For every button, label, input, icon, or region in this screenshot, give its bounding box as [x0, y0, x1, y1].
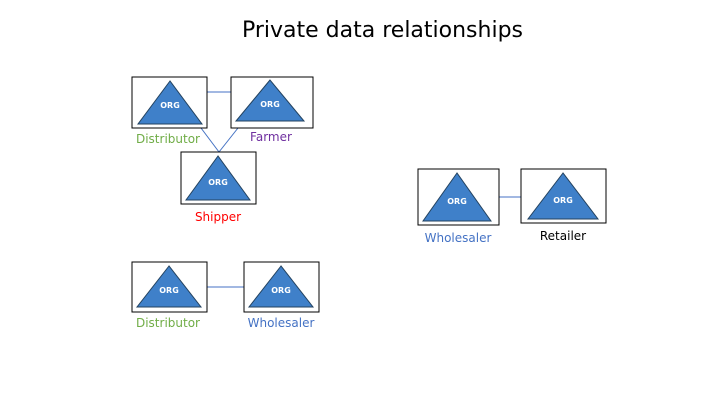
node-label-wholesaler: Wholesaler	[425, 231, 492, 245]
node-retailer: ORG Retailer	[520, 168, 607, 243]
org-text: ORG	[260, 100, 280, 109]
node-distributor-top: ORG Distributor	[131, 76, 208, 146]
connector-distributor-shipper	[200, 127, 220, 153]
node-label-wholesaler: Wholesaler	[248, 316, 315, 330]
org-text: ORG	[447, 197, 467, 206]
node-label-farmer: Farmer	[250, 130, 292, 144]
org-triangle-icon	[422, 172, 492, 222]
connectors	[200, 91, 521, 288]
node-distributor-bottom: ORG Distributor	[131, 261, 208, 330]
node-wholesaler-right: ORG Wholesaler	[417, 168, 500, 245]
org-triangle-icon	[526, 172, 600, 220]
org-text: ORG	[208, 178, 228, 187]
node-shipper: ORG Shipper	[180, 151, 257, 224]
org-text: ORG	[271, 286, 291, 295]
connector-farmer-shipper	[218, 127, 239, 153]
node-wholesaler-bottom: ORG Wholesaler	[243, 261, 320, 330]
org-triangle-icon	[137, 80, 203, 125]
org-triangle-icon	[247, 265, 315, 308]
org-triangle-icon	[185, 155, 251, 201]
org-triangle-icon	[234, 79, 306, 122]
org-text: ORG	[553, 196, 573, 205]
org-triangle-icon	[135, 265, 203, 308]
node-farmer: ORG Farmer	[230, 76, 314, 144]
node-label-retailer: Retailer	[540, 229, 586, 243]
node-label-shipper: Shipper	[195, 210, 241, 224]
org-text: ORG	[159, 286, 179, 295]
node-label-distributor: Distributor	[136, 132, 200, 146]
slide-title: Private data relationships	[241, 18, 523, 43]
org-text: ORG	[160, 101, 180, 110]
node-label-distributor: Distributor	[136, 316, 200, 330]
